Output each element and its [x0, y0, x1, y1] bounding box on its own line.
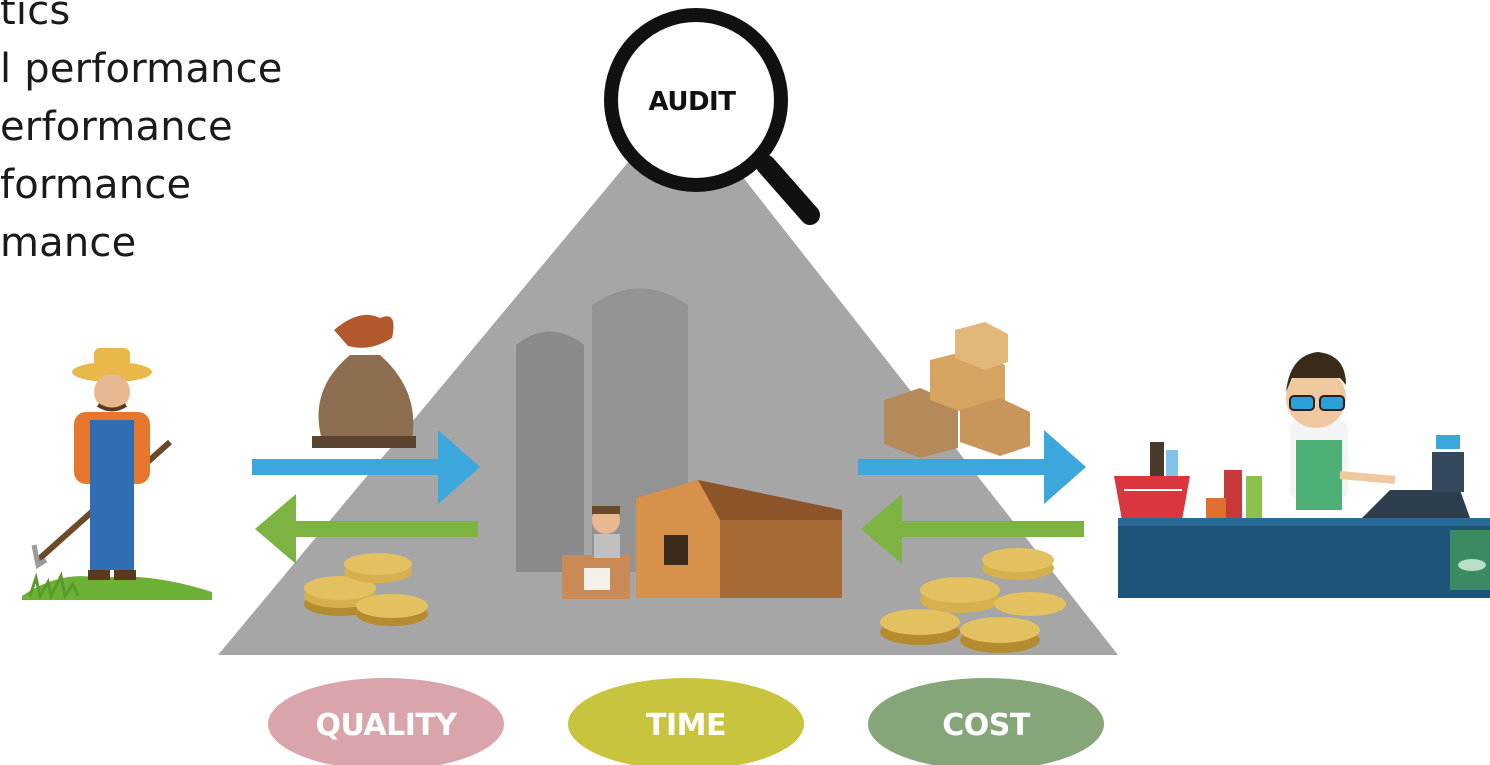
quality-oval: QUALITY: [268, 678, 504, 765]
grocery-items-icon: [1206, 470, 1262, 522]
coins-icon: [304, 553, 428, 626]
quality-label: QUALITY: [315, 708, 458, 743]
boxes-icon: [884, 322, 1030, 458]
bullet-text-list: tics l performance erformance formance m…: [0, 0, 283, 272]
farmer-icon: [22, 348, 212, 601]
text-line: mance: [0, 220, 137, 266]
text-line: l performance: [0, 46, 283, 92]
text-line: formance: [0, 162, 192, 208]
shopping-basket-icon: [1114, 442, 1190, 520]
time-oval: TIME: [568, 678, 804, 765]
coins-icon: [880, 548, 1066, 653]
grain-sack-icon: [312, 314, 416, 448]
cash-register-icon: [1362, 435, 1470, 518]
checkout-counter: [1118, 518, 1490, 598]
time-label: TIME: [646, 708, 726, 743]
text-line: erformance: [0, 104, 233, 150]
text-line: tics: [0, 0, 71, 34]
supply-arrow-right: [252, 430, 480, 504]
warehouse-icon: [636, 480, 842, 598]
cost-label: COST: [942, 708, 1031, 743]
shopkeeper-icon: [1286, 352, 1396, 510]
magnifier-icon: AUDIT: [604, 8, 820, 225]
cost-oval: COST: [868, 678, 1104, 765]
supply-arrow-right: [858, 430, 1086, 504]
payment-arrow-left: [255, 494, 478, 564]
payment-arrow-left: [861, 494, 1084, 564]
audit-label: AUDIT: [649, 87, 737, 117]
worker-icon: [562, 506, 630, 599]
